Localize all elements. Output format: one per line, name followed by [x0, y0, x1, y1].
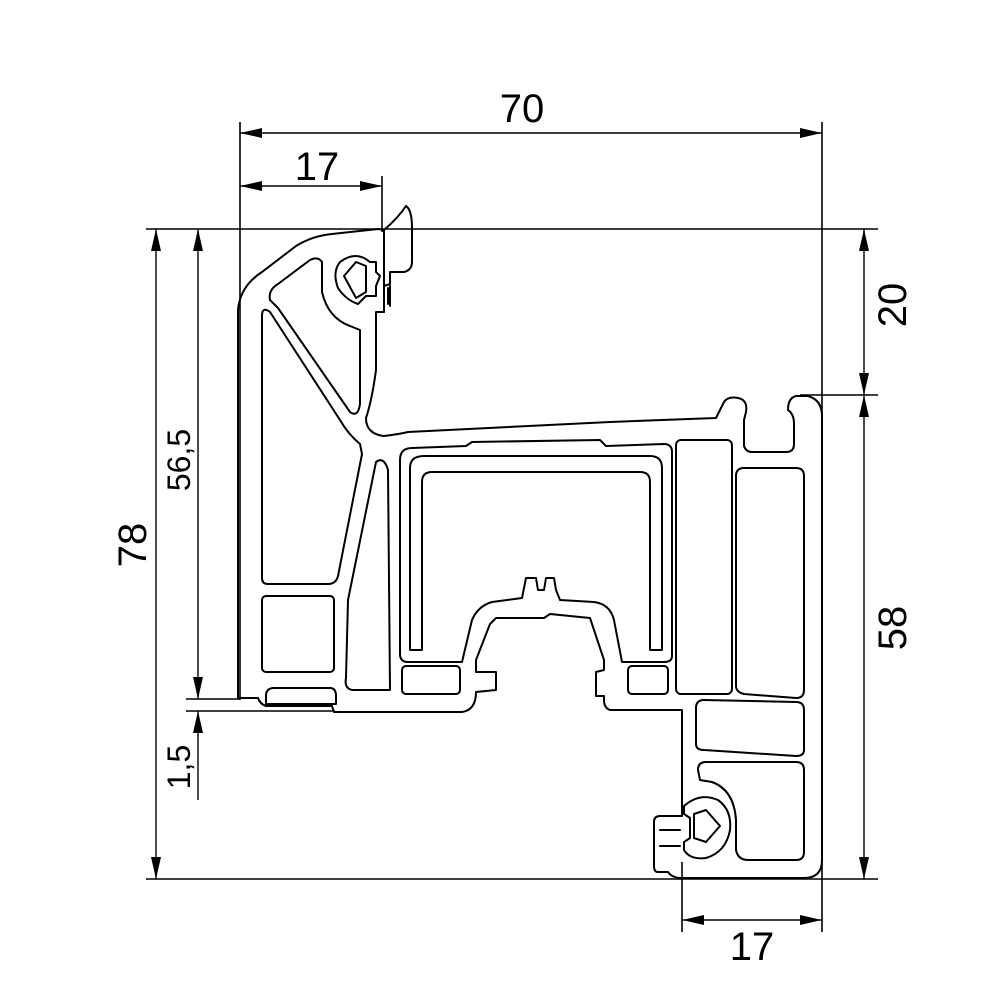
arrow-inner-height-top: [193, 229, 203, 251]
right-lower-chamber: [697, 761, 805, 861]
upper-gasket-hook: [334, 255, 381, 305]
left-vertical-chamber: [261, 308, 363, 585]
label-right-bottom-height: 58: [871, 606, 915, 651]
label-total-width: 70: [500, 87, 545, 131]
arrow-right-bottom-height-top: [859, 395, 869, 417]
extension-lines: [146, 122, 878, 932]
arrow-total-width-left: [240, 128, 262, 138]
label-total-height: 78: [111, 523, 155, 568]
right-middle-chamber: [695, 699, 805, 757]
dimension-labels: 70 17 17 78 56,5 1,5 20 58: [111, 87, 915, 969]
central-chamber-outer: [399, 439, 673, 663]
lower-gasket-hook-inner: [693, 809, 721, 843]
label-inner-height: 56,5: [161, 429, 197, 491]
glass-ribs-lower: [659, 829, 681, 847]
label-top-left-width: 17: [295, 145, 340, 189]
arrow-total-height-bottom: [151, 857, 161, 879]
arrow-right-top-height-top: [859, 229, 869, 251]
gasket-marking: [383, 285, 389, 307]
label-step-offset: 1,5: [161, 745, 197, 789]
left-lower-chamber: [261, 595, 335, 673]
right-tall-chamber-2: [735, 467, 805, 699]
arrow-bottom-right-width-right: [800, 915, 822, 925]
arrow-total-height-top: [151, 229, 161, 251]
arrow-total-width-right: [800, 128, 822, 138]
left-bottom-foot: [265, 687, 337, 705]
arrow-step-offset: [193, 711, 203, 733]
steel-reinforcement: [409, 455, 663, 651]
arrow-right-top-height-bottom: [859, 373, 869, 395]
diagonal-rib-chamber: [344, 459, 391, 691]
bottom-chamber-left: [401, 665, 461, 695]
lower-gasket-hook: [683, 796, 732, 860]
window-profile-section: [237, 205, 823, 879]
upper-gasket-hook-inner: [343, 261, 367, 299]
arrow-top-left-width-left: [240, 181, 262, 191]
profile-upper-left-chamber: [268, 257, 361, 415]
right-tall-chamber-1: [675, 439, 733, 695]
arrow-top-left-width-right: [360, 181, 382, 191]
dimension-lines: [151, 128, 869, 925]
arrow-inner-height-bottom: [193, 677, 203, 699]
profile-outer-contour: [237, 205, 823, 879]
arrow-bottom-right-width-left: [682, 915, 704, 925]
bottom-chamber-right: [627, 665, 669, 695]
label-right-top-height: 20: [871, 283, 915, 328]
label-bottom-right-width: 17: [730, 925, 775, 969]
arrow-right-bottom-height-bottom: [859, 857, 869, 879]
